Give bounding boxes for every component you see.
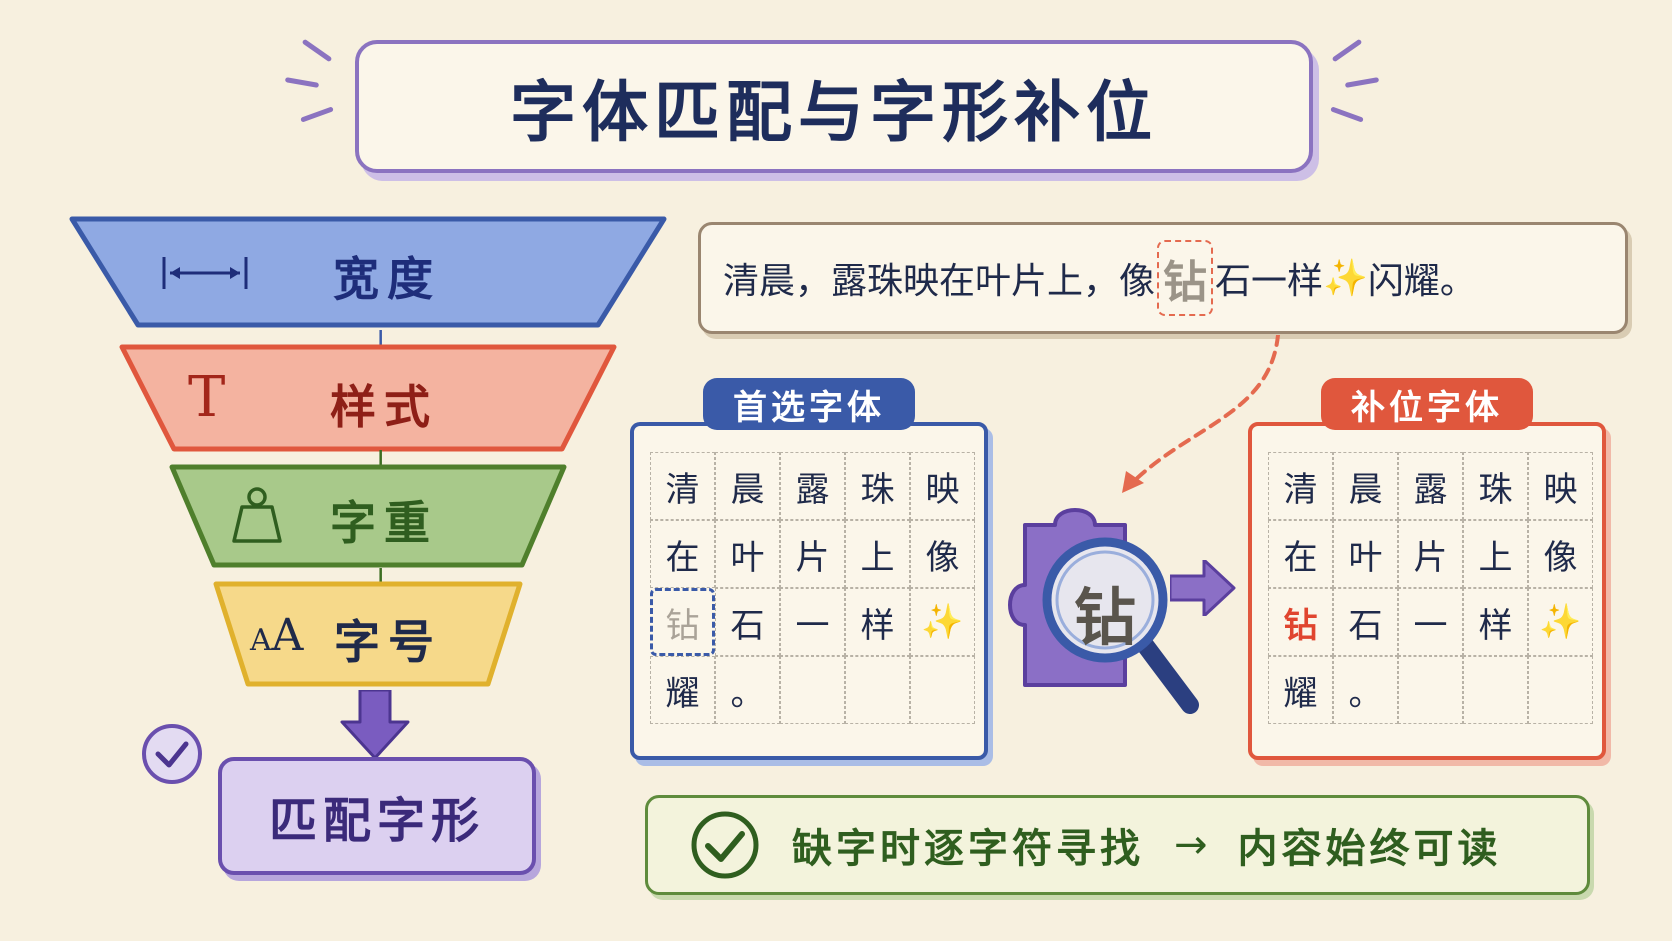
title-box: 字体匹配与字形补位 (355, 40, 1313, 173)
funnel-label-width: 宽度 (333, 252, 441, 306)
fallback-font-panel: 补位字体 清晨露珠映在叶片上像钻石一样✨ 耀。 (1248, 378, 1606, 760)
glyph-cell: 清 (650, 452, 715, 520)
glyph-cell: 像 (1528, 520, 1593, 588)
glyph-cell: 珠 (845, 452, 910, 520)
missing-glyph: 钻 (1157, 240, 1214, 316)
check-circle-icon (688, 808, 762, 882)
funnel-label-size: 字号 (334, 615, 442, 669)
glyph-cell: 露 (1398, 452, 1463, 520)
fallback-glyph-cell: 钻 (1268, 588, 1333, 656)
glyph-cell: 片 (1398, 520, 1463, 588)
glyph-cell: 石 (715, 588, 780, 656)
glyph-cell: 片 (780, 520, 845, 588)
summary-banner: 缺字时逐字符寻找 → 内容始终可读 (645, 795, 1590, 895)
glyph-cell (1398, 656, 1463, 724)
glyph-cell: 清 (1268, 452, 1333, 520)
primary-font-panel: 首选字体 清晨露珠映在叶片上像钻石一样✨ 耀。 (630, 378, 988, 760)
glyph-cell: 珠 (1463, 452, 1528, 520)
glyph-cell: 在 (650, 520, 715, 588)
title-spark-left-2 (284, 77, 320, 88)
title-spark-left-3 (300, 106, 334, 123)
title-spark-left-1 (301, 38, 333, 63)
text-style-icon: T (188, 365, 226, 430)
glyph-cell (845, 656, 910, 724)
title-spark-right-2 (1344, 77, 1380, 88)
glyph-cell: 。 (1333, 656, 1398, 724)
glyph-cell: 一 (780, 588, 845, 656)
page-title: 字体匹配与字形补位 (510, 73, 1158, 151)
arrow-right-icon (1168, 558, 1236, 620)
glyph-cell: 一 (1398, 588, 1463, 656)
funnel-step-width: 宽度 (68, 215, 668, 330)
sentence-before: 清晨，露珠映在叶片上，像 (723, 261, 1156, 302)
lookup-glyph: 钻 (1073, 581, 1136, 654)
glyph-cell: 叶 (715, 520, 780, 588)
title-spark-right-3 (1330, 106, 1364, 123)
result-label: 匹配字形 (268, 793, 485, 849)
funnel-step-size: AA 字号 (212, 580, 524, 688)
fallback-font-grid: 清晨露珠映在叶片上像钻石一样✨ 耀。 (1268, 452, 1593, 724)
glyph-cell (910, 656, 975, 724)
glyph-cell: 露 (780, 452, 845, 520)
banner-arrow-icon: → (1174, 822, 1208, 868)
funnel-label-style: 样式 (330, 380, 438, 434)
primary-font-title: 首选字体 (703, 378, 915, 430)
sentence-box: 清晨，露珠映在叶片上，像钻石一样✨闪耀。 (698, 222, 1628, 334)
glyph-cell (780, 656, 845, 724)
glyph-cell: ✨ (1528, 588, 1593, 656)
glyph-cell: 映 (1528, 452, 1593, 520)
glyph-cell: 像 (910, 520, 975, 588)
glyph-cell: 上 (1463, 520, 1528, 588)
glyph-cell: 耀 (650, 656, 715, 724)
dashed-connector-arrow (1100, 333, 1300, 509)
glyph-cell: ✨ (910, 588, 975, 656)
result-box: 匹配字形 (218, 757, 536, 875)
arrow-down-big-icon (340, 688, 410, 764)
glyph-cell: 样 (845, 588, 910, 656)
primary-font-grid: 清晨露珠映在叶片上像钻石一样✨ 耀。 (650, 452, 975, 724)
glyph-cell: 叶 (1333, 520, 1398, 588)
magnifier-icon (1040, 535, 1220, 739)
sentence-after: 石一样 (1215, 261, 1324, 302)
glyph-cell (1463, 656, 1528, 724)
title-spark-right-1 (1331, 38, 1363, 63)
sentence-end: 闪耀。 (1367, 261, 1476, 302)
banner-left-text: 缺字时逐字符寻找 (792, 826, 1144, 872)
glyph-cell: 晨 (715, 452, 780, 520)
glyph-cell: 映 (910, 452, 975, 520)
glyph-cell (1528, 656, 1593, 724)
missing-glyph-cell: 钻 (650, 588, 715, 656)
glyph-cell: 上 (845, 520, 910, 588)
glyph-cell: 在 (1268, 520, 1333, 588)
funnel-step-weight: 字重 (168, 463, 568, 569)
banner-right-text: 内容始终可读 (1237, 826, 1502, 872)
check-circle-icon (140, 722, 210, 796)
glyph-cell: 耀 (1268, 656, 1333, 724)
fallback-font-title: 补位字体 (1321, 378, 1533, 430)
glyph-cell: 晨 (1333, 452, 1398, 520)
glyph-cell: 石 (1333, 588, 1398, 656)
funnel-step-style: T 样式 (118, 343, 618, 453)
sparkle-icon: ✨ (1323, 258, 1368, 299)
funnel-label-weight: 字重 (330, 496, 438, 550)
glyph-cell: 样 (1463, 588, 1528, 656)
glyph-cell: 。 (715, 656, 780, 724)
font-size-icon: AA (250, 610, 304, 661)
